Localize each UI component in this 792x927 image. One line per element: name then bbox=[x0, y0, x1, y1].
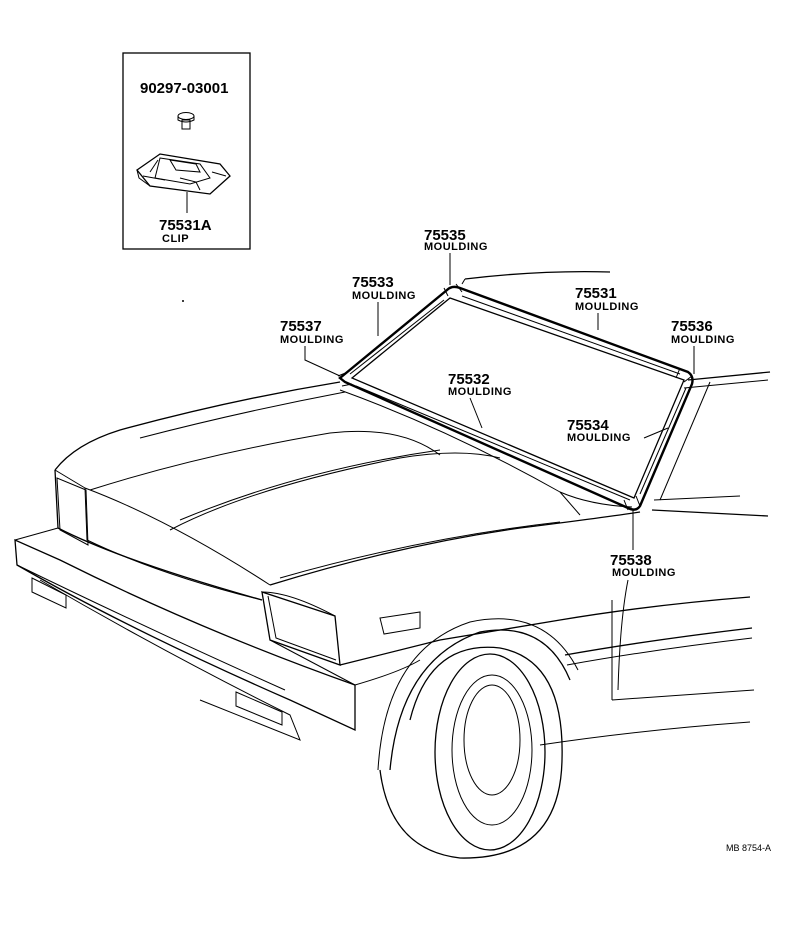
svg-text:75535: 75535 bbox=[424, 227, 466, 244]
svg-text:75538: 75538 bbox=[610, 552, 652, 569]
svg-text:75534: 75534 bbox=[567, 417, 609, 434]
callout-75535: 75535 MOULDING bbox=[424, 227, 488, 285]
car-body-outline bbox=[14, 270, 771, 859]
windshield-mouldings bbox=[337, 283, 694, 511]
callout-75533: 75533 MOULDING bbox=[352, 274, 416, 336]
bolt-icon bbox=[177, 112, 195, 130]
clip-icon bbox=[136, 153, 231, 195]
svg-text:MOULDING: MOULDING bbox=[575, 301, 639, 313]
callout-75532: 75532 MOULDING bbox=[448, 371, 512, 429]
svg-text:MOULDING: MOULDING bbox=[352, 290, 416, 302]
clip-part-number: 75531A bbox=[159, 217, 212, 234]
svg-text:MOULDING: MOULDING bbox=[280, 334, 344, 346]
svg-text:MOULDING: MOULDING bbox=[424, 241, 488, 253]
callout-75536: 75536 MOULDING bbox=[671, 318, 735, 374]
svg-text:MOULDING: MOULDING bbox=[671, 334, 735, 346]
bolt-part-number: 90297-03001 bbox=[140, 80, 228, 97]
callout-75538: 75538 MOULDING bbox=[610, 510, 676, 691]
diagram-code: MB 8754-A bbox=[726, 843, 771, 853]
svg-text:75536: 75536 bbox=[671, 318, 713, 335]
callout-75534: 75534 MOULDING bbox=[567, 417, 669, 444]
svg-text:75531: 75531 bbox=[575, 285, 617, 302]
clip-name: CLIP bbox=[162, 233, 189, 245]
svg-text:MOULDING: MOULDING bbox=[612, 567, 676, 579]
callout-75537: 75537 MOULDING bbox=[280, 318, 344, 377]
svg-text:MOULDING: MOULDING bbox=[567, 432, 631, 444]
svg-text:75532: 75532 bbox=[448, 371, 490, 388]
callout-75531: 75531 MOULDING bbox=[575, 285, 639, 330]
svg-text:75537: 75537 bbox=[280, 318, 322, 335]
svg-text:75533: 75533 bbox=[352, 274, 394, 291]
clip-detail-inset: 90297-03001 75531A CLIP bbox=[122, 52, 251, 250]
svg-text:MOULDING: MOULDING bbox=[448, 386, 512, 398]
